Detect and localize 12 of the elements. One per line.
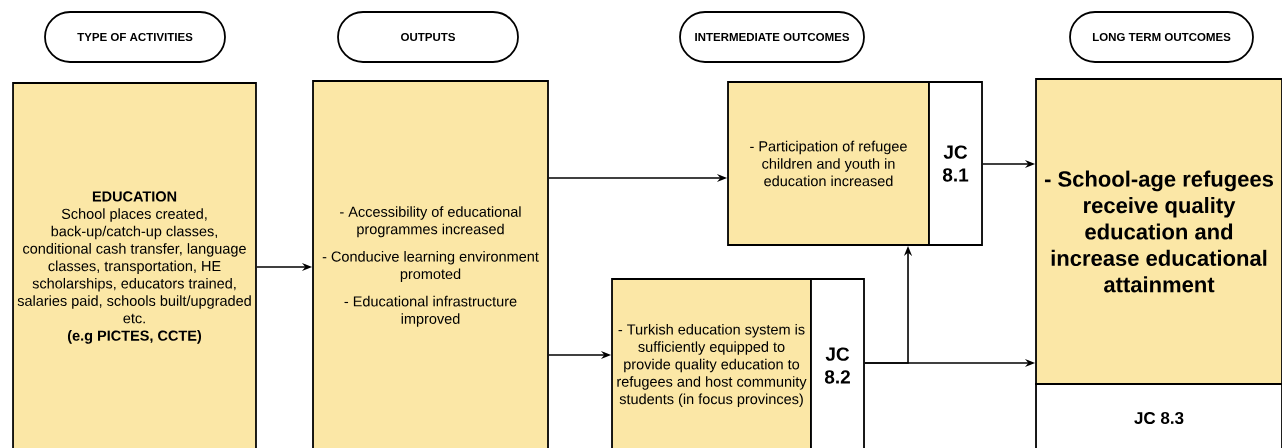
stage-label-pill: TYPE OF ACTIVITIES [44,11,226,63]
outcome-box: - Turkish education system is sufficiently equipped to provide quality education to refugees and host community students (in focus provinces) [611,278,812,448]
outcome-box: - School-age refugees receive quality education and increase educational attainment [1035,78,1282,385]
stage-label-pill: OUTPUTS [337,11,519,63]
outcome-box: - Participation of refugee children and youth in education increased [727,81,930,246]
reference-cell: JC 8.2 [810,278,865,448]
stage-label-pill: LONG TERM OUTCOMES [1069,11,1254,63]
reference-cell: JC 8.1 [928,81,983,246]
reference-cell: JC 8.3 [1035,383,1282,448]
output-box: - Accessibility of educational programmes increased - Conducive learning environment promoted - Educational infrastructure improved [312,80,549,448]
activity-box: EDUCATION School places created, back-up/catch-up classes, conditional cash transfer, language classes, transportation, HE scholarships, educators trained, salaries paid, schools built/upgraded etc. (e.g PICTES, CCTE) [12,82,257,448]
stage-label-pill: INTERMEDIATE OUTCOMES [679,11,865,63]
